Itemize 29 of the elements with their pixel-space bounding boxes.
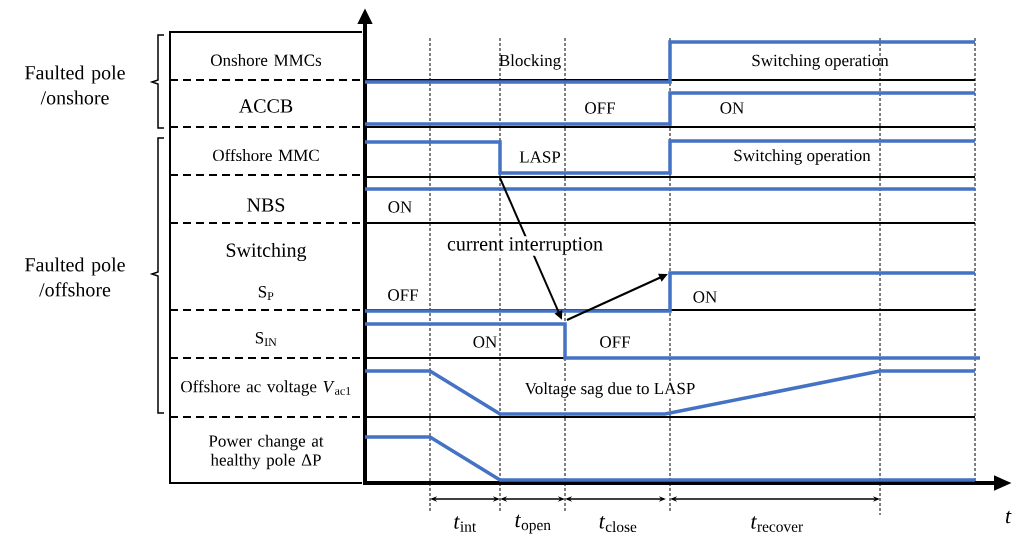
state-label: OFF <box>585 102 615 114</box>
row-label: S$_{P}$ <box>258 286 274 300</box>
annotation: Voltage sag due to LASP <box>523 381 697 399</box>
row-label: ACCB <box>238 99 293 113</box>
state-label: ON <box>388 201 412 213</box>
row-label: Power change at healthy pole ΔP <box>208 434 324 470</box>
row-label: Offshore ac voltage V$_{ac1}$ <box>181 380 351 396</box>
state-label: LASP <box>519 151 561 163</box>
state-label: Blocking <box>499 54 561 70</box>
state-label: Switching operation <box>752 54 889 70</box>
state-label: Switching operation <box>734 149 871 165</box>
duration-label: t$_{open}$ <box>515 514 551 534</box>
duration-label: t$_{recover}$ <box>751 516 803 532</box>
duration-label: t$_{int}$ <box>454 516 477 532</box>
row-label: NBS <box>247 198 285 212</box>
bracket-label: Faulted pole /offshore <box>25 257 125 297</box>
bracket-label: Faulted pole /onshore <box>25 65 125 105</box>
row-label: S$_{IN}$ <box>255 332 277 346</box>
row-label: Offshore MMC <box>213 148 319 162</box>
axis-label: t <box>1005 510 1012 524</box>
row-label: Switching <box>226 242 307 262</box>
annotation: current interruption <box>446 236 605 256</box>
state-label: OFF <box>388 289 418 301</box>
state-label: ON <box>693 291 717 303</box>
state-label: OFF <box>600 336 630 348</box>
state-label: ON <box>720 102 744 114</box>
state-label: ON <box>473 336 497 348</box>
duration-label: t$_{close}$ <box>599 515 637 533</box>
row-label: Onshore MMCs <box>210 54 322 66</box>
